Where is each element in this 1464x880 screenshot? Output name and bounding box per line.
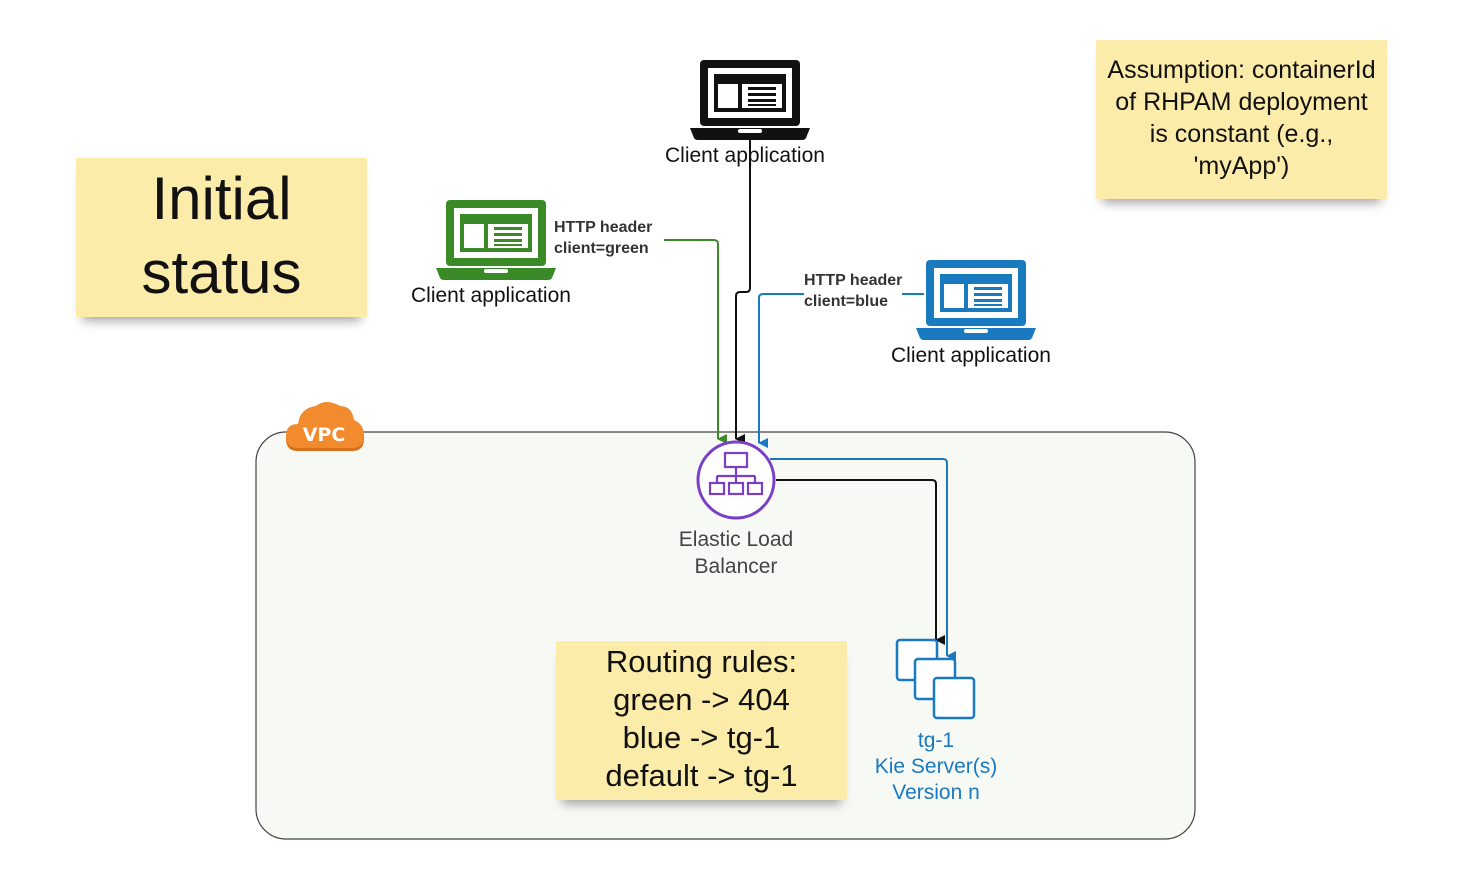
note-line: blue -> tg-1 [622,720,781,755]
connector-top-client-to-elb [735,135,751,444]
header-line: client=green [554,240,649,257]
initial-status-note: Initial status [76,158,367,317]
load-balancer-label: Elastic Load Balancer [636,526,836,580]
note-line: Initial [151,165,292,232]
assumption-note: Assumption: containerId of RHPAM deploym… [1096,40,1387,199]
laptop-icon-top [690,60,810,140]
vpc-badge-label: VPC [303,424,346,446]
laptop-icon-blue [916,260,1036,340]
tg-line: Kie Server(s) [874,755,998,778]
vpc-badge-icon: VPC [286,402,364,451]
target-group-icon [895,638,976,720]
connector-elb-to-tg-blue [770,458,956,661]
note-line: Assumption: containerId [1107,56,1376,84]
note-line: status [141,239,302,306]
tg-line: Version n [892,781,980,804]
load-balancer-icon [696,440,776,520]
header-line: client=blue [804,293,889,310]
vpc-container [255,431,1196,840]
target-group-label: tg-1 Kie Server(s) Version n [846,728,1026,806]
note-line: of RHPAM deployment [1115,88,1368,116]
routing-rules-note: Routing rules: green -> 404 blue -> tg-1… [556,641,847,800]
elb-line: Balancer [694,555,778,578]
header-line: HTTP header [554,219,653,236]
tg-line: tg-1 [917,729,955,752]
client-label-blue: Client application [891,344,1051,367]
note-line: 'myApp') [1193,152,1290,180]
note-line: green -> 404 [613,682,790,717]
connector-green-client-to-elb [664,239,727,444]
http-header-blue-label: HTTP header client=blue [804,270,903,312]
client-label-top: Client application [665,144,825,167]
client-label-green: Client application [411,284,571,307]
laptop-icon-green [436,200,556,280]
connector-blue-client-to-elb [758,293,924,448]
header-line: HTTP header [804,272,903,289]
connector-elb-to-tg-black [776,479,945,645]
note-line: is constant (e.g., [1149,120,1334,148]
elb-line: Elastic Load [678,528,794,551]
note-line: default -> tg-1 [605,758,798,793]
http-header-green-label: HTTP header client=green [554,217,653,259]
note-line: Routing rules: [605,644,798,679]
